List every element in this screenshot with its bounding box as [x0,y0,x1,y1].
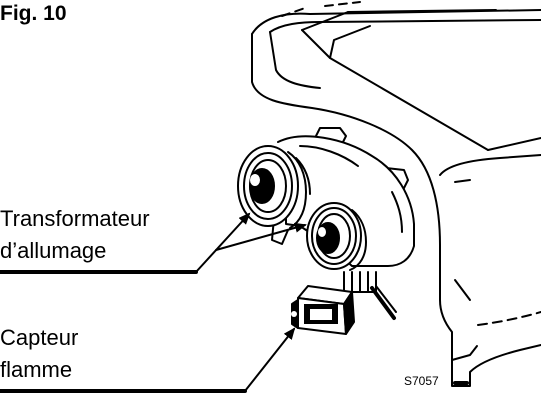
label-sensor-line2: flamme [0,357,72,382]
figure-title: Fig. 10 [0,2,67,25]
reference-code: S7057 [404,374,439,388]
ignition-transformer [237,127,415,271]
callout-transformer-leader [0,212,307,274]
burner-housing [251,1,541,387]
label-transformer-line2: d’allumage [0,238,106,263]
flame-sensor [291,271,397,335]
label-transformer-line1: Transformateur [0,206,150,231]
label-sensor-line1: Capteur [0,325,78,350]
callout-sensor-leader [0,327,296,393]
